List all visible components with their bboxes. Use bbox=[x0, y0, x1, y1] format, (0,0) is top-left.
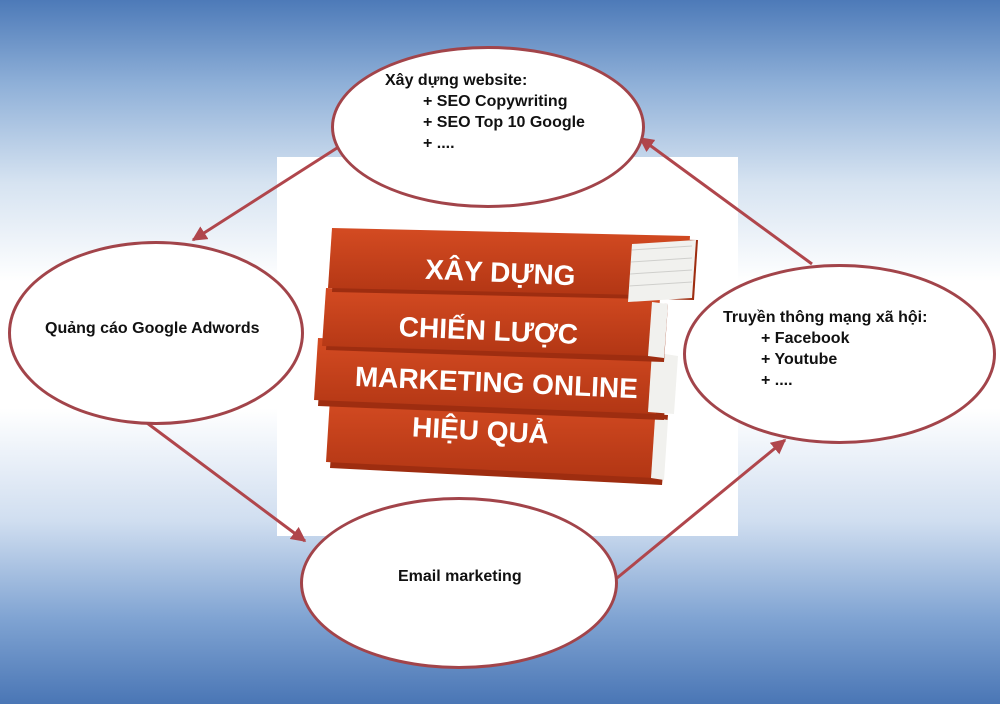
book-top bbox=[328, 228, 698, 302]
node-adwords-title: Quảng cáo Google Adwords bbox=[45, 320, 260, 337]
book-bottom bbox=[326, 398, 668, 485]
arrow-website-to-adwords bbox=[191, 146, 338, 242]
book-title-line-1: XÂY DỰNG bbox=[425, 254, 577, 292]
node-website-item: + .... bbox=[423, 135, 455, 152]
node-website-item: + SEO Copywriting bbox=[423, 93, 568, 110]
node-social-text: Truyền thông mạng xã hội: + Facebook + Y… bbox=[723, 307, 927, 391]
node-adwords-ellipse bbox=[8, 241, 304, 425]
node-email-text: Email marketing bbox=[398, 566, 522, 587]
book-title-line-4: HIỆU QUẢ bbox=[411, 410, 549, 449]
node-website-item: + SEO Top 10 Google bbox=[423, 114, 585, 131]
node-social-item: + Youtube bbox=[761, 351, 838, 368]
book-second bbox=[322, 288, 668, 362]
node-website-title: Xây dựng website: bbox=[385, 72, 528, 89]
node-social-title: Truyền thông mạng xã hội: bbox=[723, 309, 928, 326]
node-social-item: + Facebook bbox=[761, 330, 850, 347]
arrow-email-to-social bbox=[616, 438, 787, 580]
node-email-title: Email marketing bbox=[398, 568, 522, 585]
node-email-ellipse bbox=[300, 497, 618, 669]
node-website-ellipse bbox=[331, 46, 645, 208]
node-website-text: Xây dựng website: + SEO Copywriting + SE… bbox=[385, 70, 585, 154]
book-stack-illustration: XÂY DỰNG CHIẾN LƯỢC MARKETING ONLINE HIỆ… bbox=[314, 228, 698, 485]
arrow-social-to-website bbox=[638, 136, 813, 266]
node-social-ellipse bbox=[683, 264, 996, 444]
node-adwords-text: Quảng cáo Google Adwords bbox=[45, 318, 260, 339]
arrow-adwords-to-email bbox=[142, 418, 307, 543]
cycle-arrows bbox=[142, 136, 813, 580]
node-social-item: + .... bbox=[761, 372, 793, 389]
